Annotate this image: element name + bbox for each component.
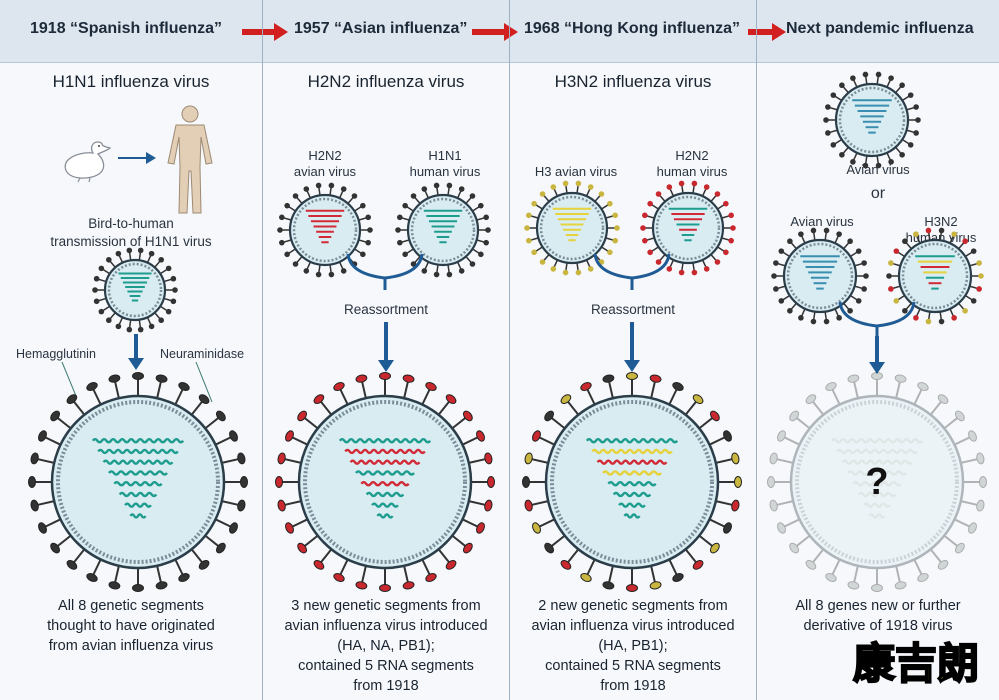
reassortment-bracket-icon [593, 253, 671, 290]
unknown-large-virus-icon [767, 372, 987, 592]
h2n2-avian-virus-icon [277, 182, 373, 278]
timeline-arrow-icon [472, 23, 518, 41]
down-arrow-icon [378, 322, 394, 372]
reassortment-bracket-icon [346, 253, 424, 290]
avian-virus-left-icon [771, 227, 869, 325]
timeline-arrow-icon [242, 23, 288, 41]
watermark-logo: 康吉朗 [852, 638, 980, 689]
h3n2-human-virus-icon [886, 227, 984, 325]
h1n1-small-virus-icon [92, 247, 178, 333]
reassortment-label: Reassortment [343, 302, 429, 317]
panel-1918 [0, 63, 262, 700]
avian-virus-left-label: Avian virus [790, 214, 854, 229]
panel-title: H3N2 influenza virus [554, 72, 712, 91]
panel-divider [262, 0, 263, 700]
panel-divider [509, 0, 510, 700]
timeline-arrow-icon [748, 23, 786, 41]
down-arrow-icon [624, 322, 640, 372]
h2n2-large-virus-icon [275, 372, 495, 592]
panel-next [757, 63, 999, 700]
neuraminidase-label: Neuraminidase [160, 347, 245, 361]
duck-icon [64, 141, 112, 183]
h3-avian-label: H3 avian virus [534, 164, 618, 179]
avian-virus-top-label: Avian virus [846, 162, 910, 177]
h1n1-human-virus-icon [395, 182, 491, 278]
down-arrow-icon [128, 334, 144, 370]
avian-virus-top-icon [823, 71, 921, 169]
reassortment-label: Reassortment [590, 302, 676, 317]
h1n1-large-virus-icon [27, 372, 248, 592]
hemagglutinin-label: Hemagglutinin [16, 347, 96, 361]
human-figure-icon [167, 105, 213, 214]
down-arrow-icon [869, 336, 885, 374]
h2n2-human-virus-icon [640, 180, 736, 276]
or-label: or [870, 185, 886, 202]
era-1968: 1968 “Hong Kong influenza” [524, 20, 741, 37]
transmission-label: Bird-to-human transmission of H1N1 virus [50, 216, 212, 249]
era-1918: 1918 “Spanish influenza” [30, 20, 223, 37]
panel-divider [756, 0, 757, 700]
era-next: Next pandemic influenza [786, 20, 974, 37]
h3-avian-virus-icon [524, 180, 620, 276]
panel-title: H2N2 influenza virus [307, 72, 465, 91]
h3n2-large-virus-icon [522, 372, 742, 592]
era-1957: 1957 “Asian influenza” [294, 20, 468, 37]
leader-lines [61, 361, 213, 403]
bird-to-human-arrow-icon [118, 152, 156, 164]
panel-title: H1N1 influenza virus [52, 72, 210, 91]
question-mark: ? [865, 461, 889, 503]
reassortment-bracket-icon [838, 301, 916, 338]
